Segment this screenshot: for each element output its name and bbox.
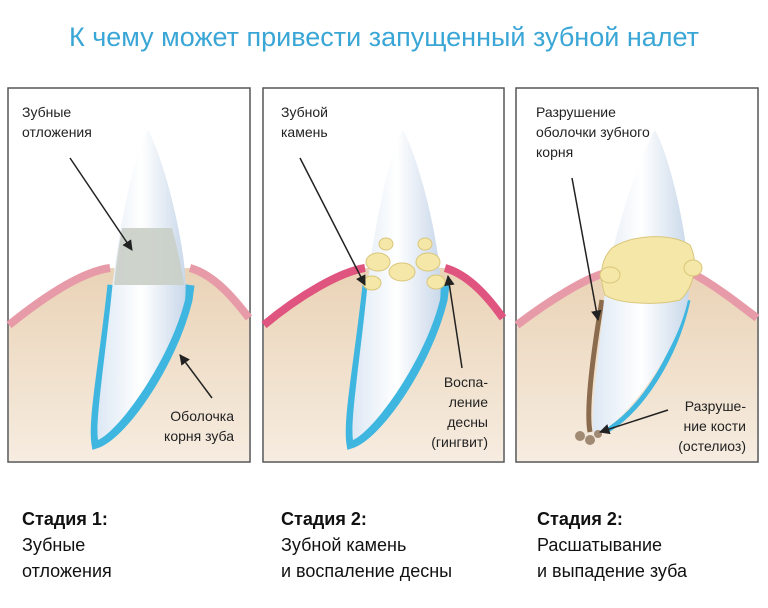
page-title: К чему может привести запущенный зубной …: [68, 22, 699, 52]
label-line: Воспа-: [443, 374, 488, 390]
stage-title: Стадия 2:: [281, 509, 367, 529]
caption-line: Зубной камень: [281, 535, 407, 555]
label-line: (гингвит): [431, 434, 488, 450]
panel-2-bottom-label: Воспа- ление десны (гингвит): [431, 372, 488, 452]
caption-line: и выпадение зуба: [537, 561, 687, 581]
label-line: Зубные: [22, 104, 72, 120]
caption-line: Расшатывание: [537, 535, 663, 555]
stage-title: Стадия 2:: [537, 509, 623, 529]
label-line: корня: [536, 144, 574, 160]
panel-stage-2: [261, 87, 507, 463]
caption-stage-3: Стадия 2: Расшатывание и выпадение зуба: [537, 506, 687, 584]
label-line: десны: [447, 414, 488, 430]
panel-3-bottom-label: Разруше- ние кости (остелиоз): [678, 396, 746, 456]
caption-stage-1: Стадия 1: Зубные отложения: [22, 506, 112, 584]
stage-title: Стадия 1:: [22, 509, 108, 529]
label-line: Разрушение: [536, 104, 616, 120]
label-line: ление: [448, 394, 488, 410]
panel-2-top-label: Зубной камень: [281, 102, 328, 142]
label-line: оболочки зубного: [536, 124, 650, 140]
label-line: ние кости: [683, 418, 746, 434]
caption-line: и воспаление десны: [281, 561, 453, 581]
label-line: (остелиоз): [678, 438, 746, 454]
caption-line: Зубные: [22, 535, 86, 555]
label-line: корня зуба: [164, 428, 234, 444]
caption-stage-2: Стадия 2: Зубной камень и воспаление дес…: [281, 506, 452, 584]
panel-1-top-label: Зубные отложения: [22, 102, 92, 142]
panel-1-bottom-label: Оболочка корня зуба: [164, 406, 234, 446]
label-line: Зубной: [281, 104, 328, 120]
panel-3-top-label: Разрушение оболочки зубного корня: [536, 102, 650, 162]
label-line: камень: [281, 124, 328, 140]
panel-stage-1: [6, 87, 253, 463]
label-line: Оболочка: [170, 408, 234, 424]
label-line: Разруше-: [684, 398, 746, 414]
caption-line: отложения: [22, 561, 112, 581]
label-line: отложения: [22, 124, 92, 140]
panel-stage-3: [514, 87, 760, 463]
